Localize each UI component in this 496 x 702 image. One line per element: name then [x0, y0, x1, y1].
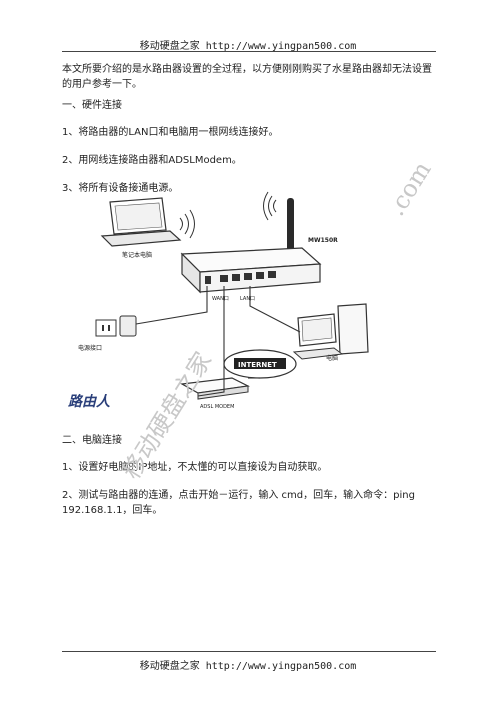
section1-title: 一、硬件连接 [62, 100, 122, 111]
section2-step-2: 2、测试与路由器的连通，点击开始－运行，输入 cmd，回车，输入命令：ping … [62, 490, 415, 516]
power-socket-icon [95, 315, 137, 337]
cables [135, 286, 301, 397]
header-url[interactable]: http://www.yingpan500.com [205, 41, 357, 52]
router-antenna-icon [263, 191, 294, 260]
router-icon [180, 247, 322, 294]
router-model-label: MW150R [308, 237, 338, 244]
footer-url[interactable]: http://www.yingpan500.com [205, 661, 357, 672]
lan-port-label: LAN口 [240, 296, 255, 302]
pc-label: 电脑 [326, 354, 338, 362]
network-diagram: 笔记本电脑 MW150R WAN口 LAN口 电源接口 [68, 191, 369, 410]
intro-paragraph: 本文所要介绍的是水路由器设置的全过程，以方便刚刚购买了水星路由器却无法设置的用户… [62, 64, 432, 90]
header-rule [62, 51, 436, 52]
page-footer: 移动硬盘之家 http://www.yingpan500.com [0, 657, 496, 672]
desktop-pc-icon [292, 303, 369, 360]
footer-site-name: 移动硬盘之家 [139, 661, 200, 672]
laptop-icon [100, 197, 182, 247]
page-header: 移动硬盘之家 http://www.yingpan500.com [0, 37, 496, 52]
internet-label: INTERNET [238, 361, 277, 369]
header-site-name: 移动硬盘之家 [139, 41, 200, 52]
section1-step-2: 2、用网线连接路由器和ADSLModem。 [62, 155, 242, 166]
modem-label: ADSL MODEM [200, 404, 234, 410]
laptop-label: 笔记本电脑 [122, 251, 152, 259]
section2-title: 二、电脑连接 [62, 435, 122, 446]
laptop-wifi-icon [179, 209, 195, 239]
adsl-modem-icon [180, 377, 250, 400]
wan-port-label: WAN口 [212, 296, 229, 302]
section1-step-1: 1、将路由器的LAN口和电脑用一根网线连接好。 [62, 127, 279, 138]
power-socket-label: 电源接口 [78, 344, 102, 352]
section1-step-3: 3、将所有设备接通电源。 [62, 183, 179, 194]
footer-rule [62, 651, 436, 652]
router-logo: 路由人 [68, 393, 111, 410]
section2-step-1: 1、设置好电脑的IP地址，不太懂的可以直接设为自动获取。 [62, 462, 328, 473]
